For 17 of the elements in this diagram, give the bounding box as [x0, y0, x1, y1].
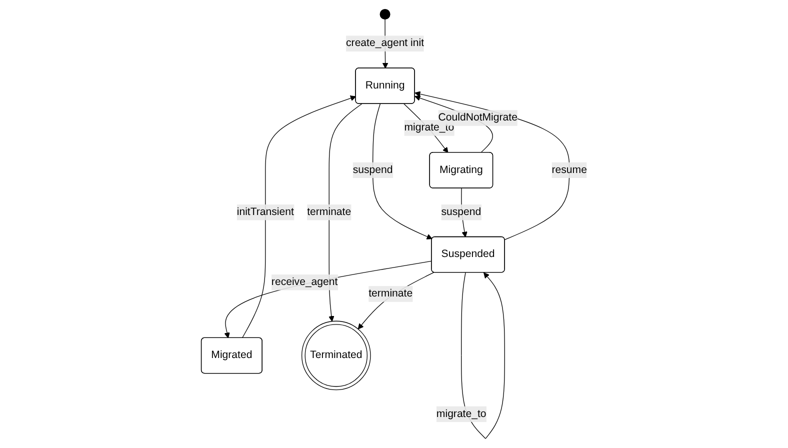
arrow [242, 96, 356, 338]
edge-label: receive_agent [271, 276, 338, 288]
arrow [372, 104, 432, 240]
edge-label: terminate [307, 206, 351, 218]
edge-label: suspend [352, 164, 393, 176]
arrow [358, 272, 434, 330]
edge-label: terminate [368, 288, 412, 300]
edge-label: create_agent init [346, 38, 424, 49]
node-circle: Terminated [301, 320, 371, 390]
edge-label: suspend [441, 206, 482, 218]
edge-label: migrate_to [404, 122, 454, 134]
edge-label: migrate_to [436, 408, 486, 420]
arrow [224, 260, 432, 338]
edge-label: initTransient [236, 206, 294, 218]
edge-label: resume [552, 164, 587, 176]
edge-label: CouldNotMigrate [438, 112, 518, 124]
node-circle [380, 8, 390, 20]
